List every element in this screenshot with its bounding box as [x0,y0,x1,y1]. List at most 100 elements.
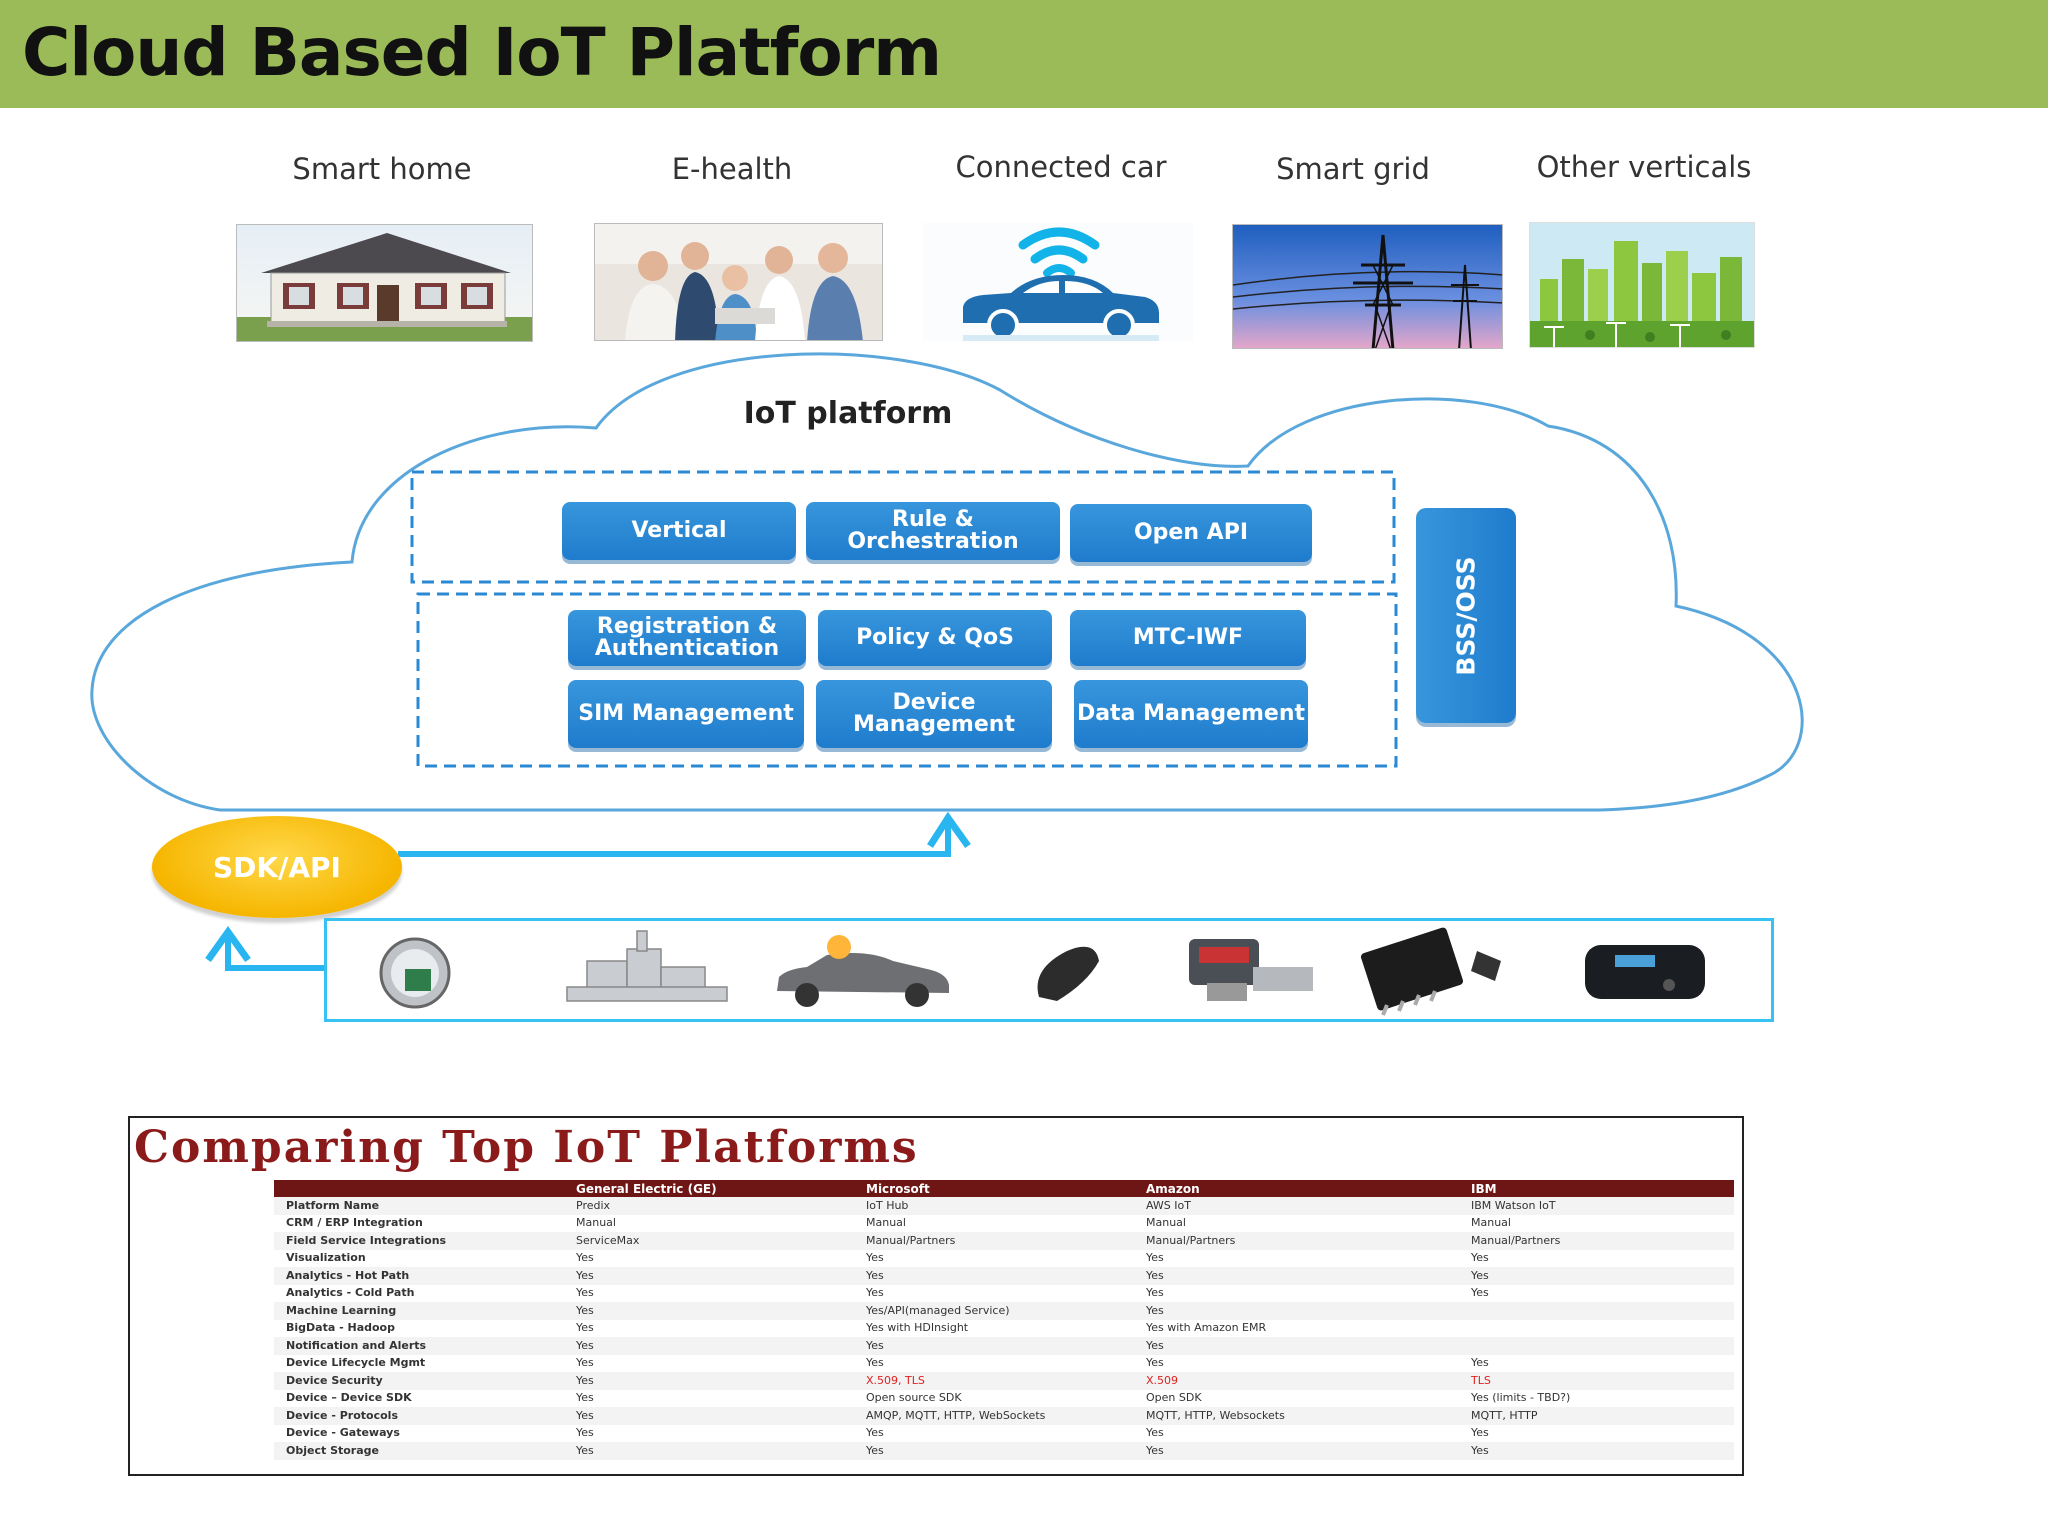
platform-label: IoT platform [743,396,953,431]
table-row-label: Machine Learning [274,1302,564,1320]
table-cell: Yes [1146,1426,1164,1440]
table-cell: Yes [866,1356,884,1370]
table-cell: Open SDK [1146,1391,1202,1405]
table-row-label: Device – Device SDK [286,1391,412,1405]
lower-dashed-frame [416,592,1398,768]
sdk-api-label: SDK/API [213,850,341,884]
comparison-table-frame: Comparing Top IoT Platforms General Elec… [128,1116,1744,1476]
table-cell: Yes [576,1251,594,1265]
table-cell [1459,1337,1734,1355]
table-cell: Yes [866,1426,884,1440]
table-cell: Yes [866,1286,884,1300]
table-cell: Yes [854,1442,1134,1460]
device-management-box: Device Management [816,680,1052,748]
power-tower-icon [1232,224,1503,349]
table-row-label: CRM / ERP Integration [286,1216,423,1230]
vertical-label-other: Other verticals [1536,150,1752,184]
table-cell: Yes with Amazon EMR [1146,1321,1267,1335]
table-cell: Manual [866,1216,906,1230]
table-cell: Yes [1471,1426,1489,1440]
table-cell: Yes [564,1302,854,1320]
table-cell: Yes/API(managed Service) [854,1302,1134,1320]
table-cell: Manual/Partners [854,1232,1134,1250]
table-cell: Open source SDK [866,1391,962,1405]
table-cell: Yes [1471,1356,1489,1370]
table-cell: X.509 [1134,1372,1459,1390]
vertical-box: Vertical [562,502,796,560]
table-row-label: Platform Name [274,1197,564,1215]
wearable-band-icon [1037,946,1099,1001]
arrow-sdk-to-cloud [398,824,951,857]
mtc-iwf-box: MTC-IWF [1070,610,1306,666]
table-cell: Manual [576,1216,616,1230]
table-cell: Yes [854,1337,1134,1355]
table-cell: Yes [1134,1267,1459,1285]
sim-management-box: SIM Management [568,680,804,748]
table-row-label: Analytics - Hot Path [274,1267,564,1285]
page-title: Cloud Based IoT Platform [22,14,942,91]
table-cell: Yes [1459,1267,1734,1285]
title-bar: Cloud Based IoT Platform [0,0,2048,108]
policy-qos-box: Policy & QoS [818,610,1052,666]
comparison-table: General Electric (GE) Microsoft Amazon I… [274,1180,1734,1460]
table-row-label: Analytics - Cold Path [286,1286,415,1300]
table-cell: Yes [1471,1286,1489,1300]
vertical-label-e-health: E-health [671,152,793,186]
house-icon [236,224,533,342]
vertical-label-connected-car: Connected car [955,150,1167,184]
table-cell: Yes [1471,1251,1489,1265]
table-row: Device – Device SDK Yes Open source SDK Ope… [274,1390,1734,1408]
table-cell: Yes [564,1337,854,1355]
table-cell: AMQP, MQTT, HTTP, WebSockets [854,1407,1134,1425]
table-cell: TLS [1459,1372,1734,1390]
table-cell: IBM Watson IoT [1459,1197,1734,1215]
table-cell: Yes [576,1426,594,1440]
table-header-cell: General Electric (GE) [564,1180,854,1197]
table-cell: Yes [576,1391,594,1405]
table-cell: Yes [576,1286,594,1300]
comparison-title: Comparing Top IoT Platforms [134,1122,919,1173]
table-cell: Yes [854,1267,1134,1285]
table-cell [1459,1320,1734,1338]
table-row-label: Device - Protocols [274,1407,564,1425]
rule-orchestration-box: Rule & Orchestration [806,502,1060,560]
green-city-icon [1529,222,1755,348]
table-cell [1459,1302,1734,1320]
factory-icon [566,930,728,1002]
table-cell: Predix [564,1197,854,1215]
upper-dashed-frame [410,470,1396,584]
arrow-devices-to-sdk [225,938,324,971]
table-row-label: BigData - Hadoop [286,1321,395,1335]
bss-oss-box: BSS/OSS [1416,508,1516,723]
table-cell: ServiceMax [564,1232,854,1250]
table-header-cell [274,1180,564,1197]
table-row-label: Device Lifecycle Mgmt [286,1356,426,1370]
table-cell: MQTT, HTTP [1459,1407,1734,1425]
table-cell: AWS IoT [1134,1197,1459,1215]
table-cell: MQTT, HTTP, Websockets [1134,1407,1459,1425]
table-header-cell: IBM [1459,1180,1734,1197]
sdk-api-ellipse: SDK/API [152,816,402,918]
table-cell: Manual [1471,1216,1511,1230]
car-sensor-icon [777,935,949,1007]
table-cell: IoT Hub [854,1197,1134,1215]
table-row-label: Field Service Integrations [274,1232,564,1250]
vertical-label-smart-home: Smart home [292,152,472,186]
table-row-label: Object Storage [274,1442,564,1460]
data-management-box: Data Management [1074,680,1308,748]
pressure-gauge-icon [1189,939,1313,1001]
table-header-cell: Amazon [1134,1180,1459,1197]
table-cell: Yes [564,1407,854,1425]
table-cell: Yes (limits - TBD?) [1471,1391,1571,1405]
table-cell: Yes [1146,1356,1164,1370]
registration-authentication-box: Registration & Authentication [568,610,806,666]
